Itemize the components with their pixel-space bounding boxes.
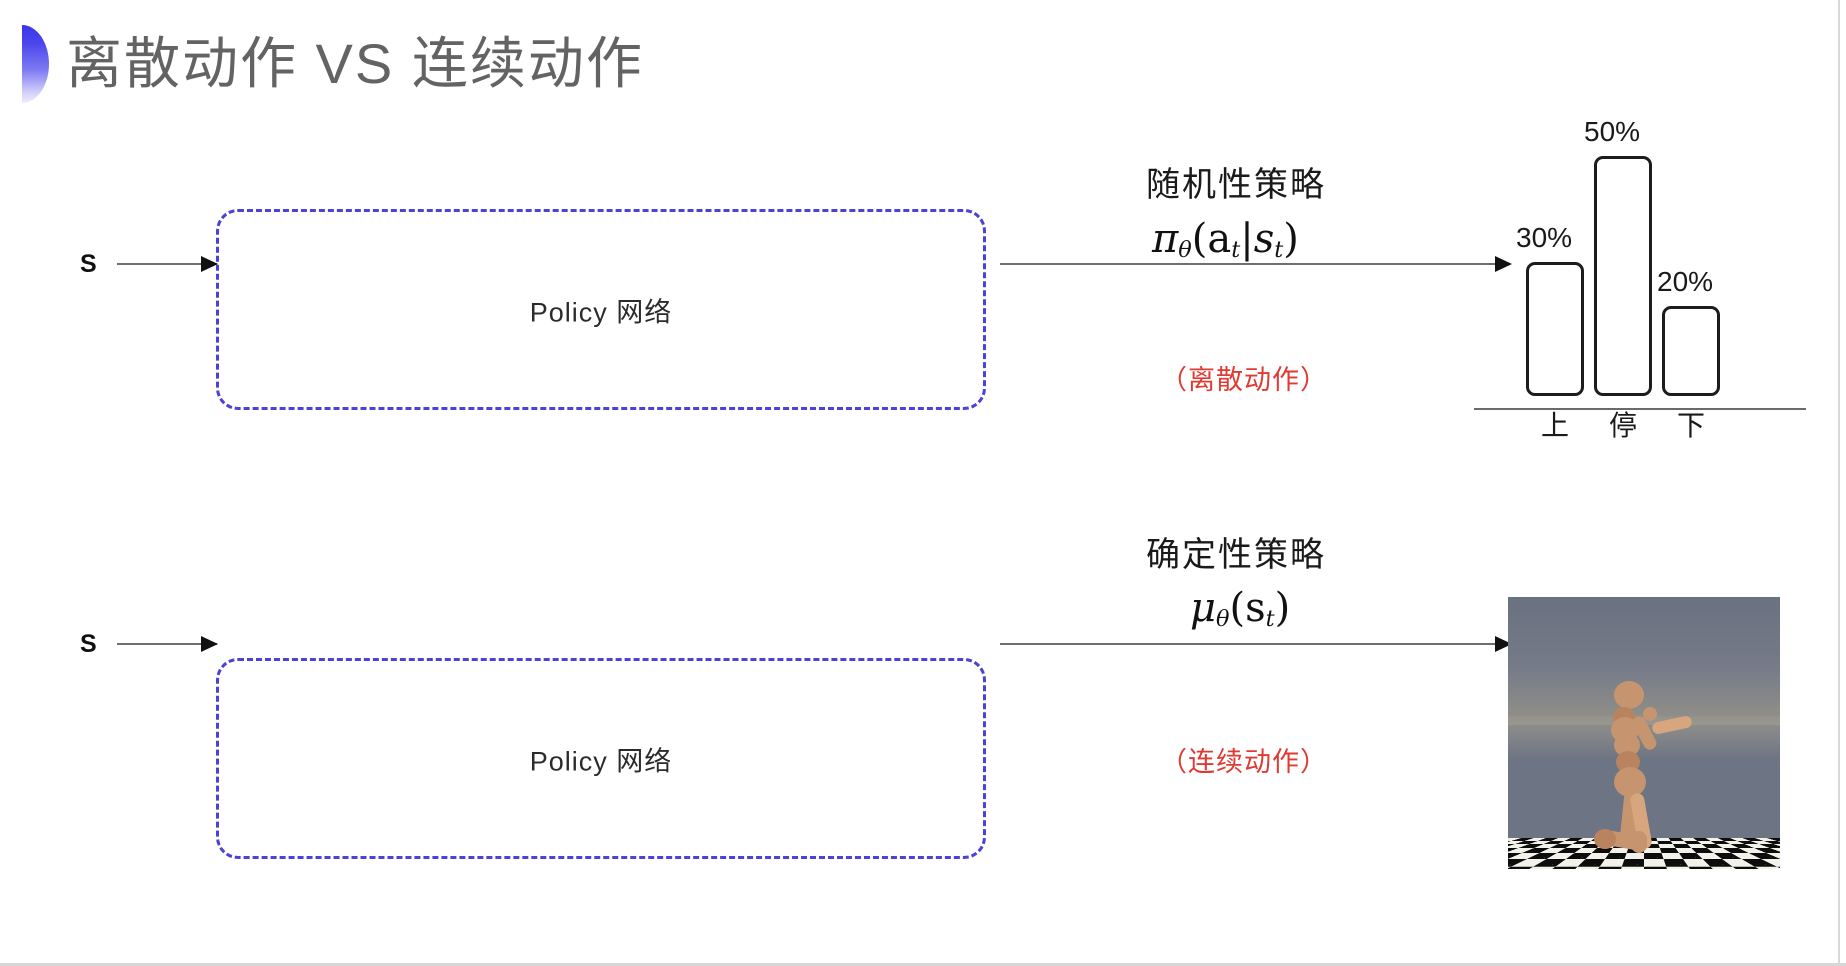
sim-sky xyxy=(1508,597,1780,725)
bar-value-label-0: 30% xyxy=(1516,222,1573,253)
bar-category-label-0: 上 xyxy=(1540,410,1569,441)
humanoid-head xyxy=(1614,681,1644,709)
page-title: 离散动作 VS 连续动作 xyxy=(66,32,644,95)
formula-t2: t xyxy=(1274,236,1284,263)
output-arrow-continuous xyxy=(1000,636,1512,652)
policy-kind-discrete: 随机性策略 xyxy=(1146,166,1326,204)
humanoid-simulation-image xyxy=(1508,597,1780,869)
formula-t3: t xyxy=(1265,605,1275,632)
title-bullet-icon xyxy=(22,25,49,103)
bar-value-label-1: 50% xyxy=(1584,116,1641,147)
formula-close-paren: ) xyxy=(1283,216,1299,262)
formula-given-s: |s xyxy=(1240,216,1275,262)
note-continuous-action: （连续动作） xyxy=(1160,747,1328,777)
formula-mu: μ xyxy=(1190,585,1216,631)
bar-category-label-1: 停 xyxy=(1608,410,1637,441)
policy-network-box-continuous[interactable]: Policy 网络 xyxy=(216,658,986,859)
policy-network-label-continuous: Policy 网络 xyxy=(529,746,673,776)
bar-2[interactable] xyxy=(1662,306,1720,396)
bar-value-label-2: 20% xyxy=(1657,266,1714,297)
bar-category-label-2: 下 xyxy=(1676,410,1705,441)
input-arrow-continuous xyxy=(117,636,218,652)
chart-baseline-axis xyxy=(1474,408,1806,410)
humanoid-hand xyxy=(1643,707,1657,721)
bar-group-1: 50% 停 xyxy=(1584,84,1652,441)
bar-1[interactable] xyxy=(1594,156,1652,396)
action-probability-bar-chart: 30% 上 50% 停 20% 下 xyxy=(1470,96,1810,441)
policy-network-label-discrete: Policy 网络 xyxy=(529,297,673,327)
state-label-discrete: S xyxy=(80,250,97,278)
formula-deterministic-policy: μθ(st) xyxy=(1190,585,1290,632)
bar-group-0: 30% 上 xyxy=(1516,84,1584,441)
humanoid-foot-right xyxy=(1631,831,1647,853)
formula-theta-2: θ xyxy=(1216,605,1230,632)
input-arrow-discrete xyxy=(117,256,218,272)
formula-t1: t xyxy=(1231,236,1241,263)
right-edge-line xyxy=(1838,0,1840,966)
bottom-edge-line xyxy=(0,963,1846,966)
formula-open-arg-2: (s xyxy=(1229,585,1266,631)
formula-theta: θ xyxy=(1178,236,1192,263)
humanoid-knee-left xyxy=(1594,829,1616,849)
humanoid-figure xyxy=(1586,681,1706,861)
bar-0[interactable] xyxy=(1526,262,1584,396)
state-label-continuous: S xyxy=(80,630,97,658)
formula-close-paren-2: ) xyxy=(1274,585,1291,631)
formula-stochastic-policy: πθ(at|st) xyxy=(1152,216,1299,263)
output-arrow-discrete xyxy=(1000,256,1512,272)
policy-network-box-discrete[interactable]: Policy 网络 xyxy=(216,209,986,410)
policy-kind-continuous: 确定性策略 xyxy=(1146,536,1326,574)
note-discrete-action: （离散动作） xyxy=(1160,365,1328,395)
bar-group-2: 20% 下 xyxy=(1657,84,1720,441)
formula-open-arg: (a xyxy=(1191,216,1232,262)
formula-pi: π xyxy=(1152,216,1179,262)
humanoid-forearm xyxy=(1651,714,1693,736)
